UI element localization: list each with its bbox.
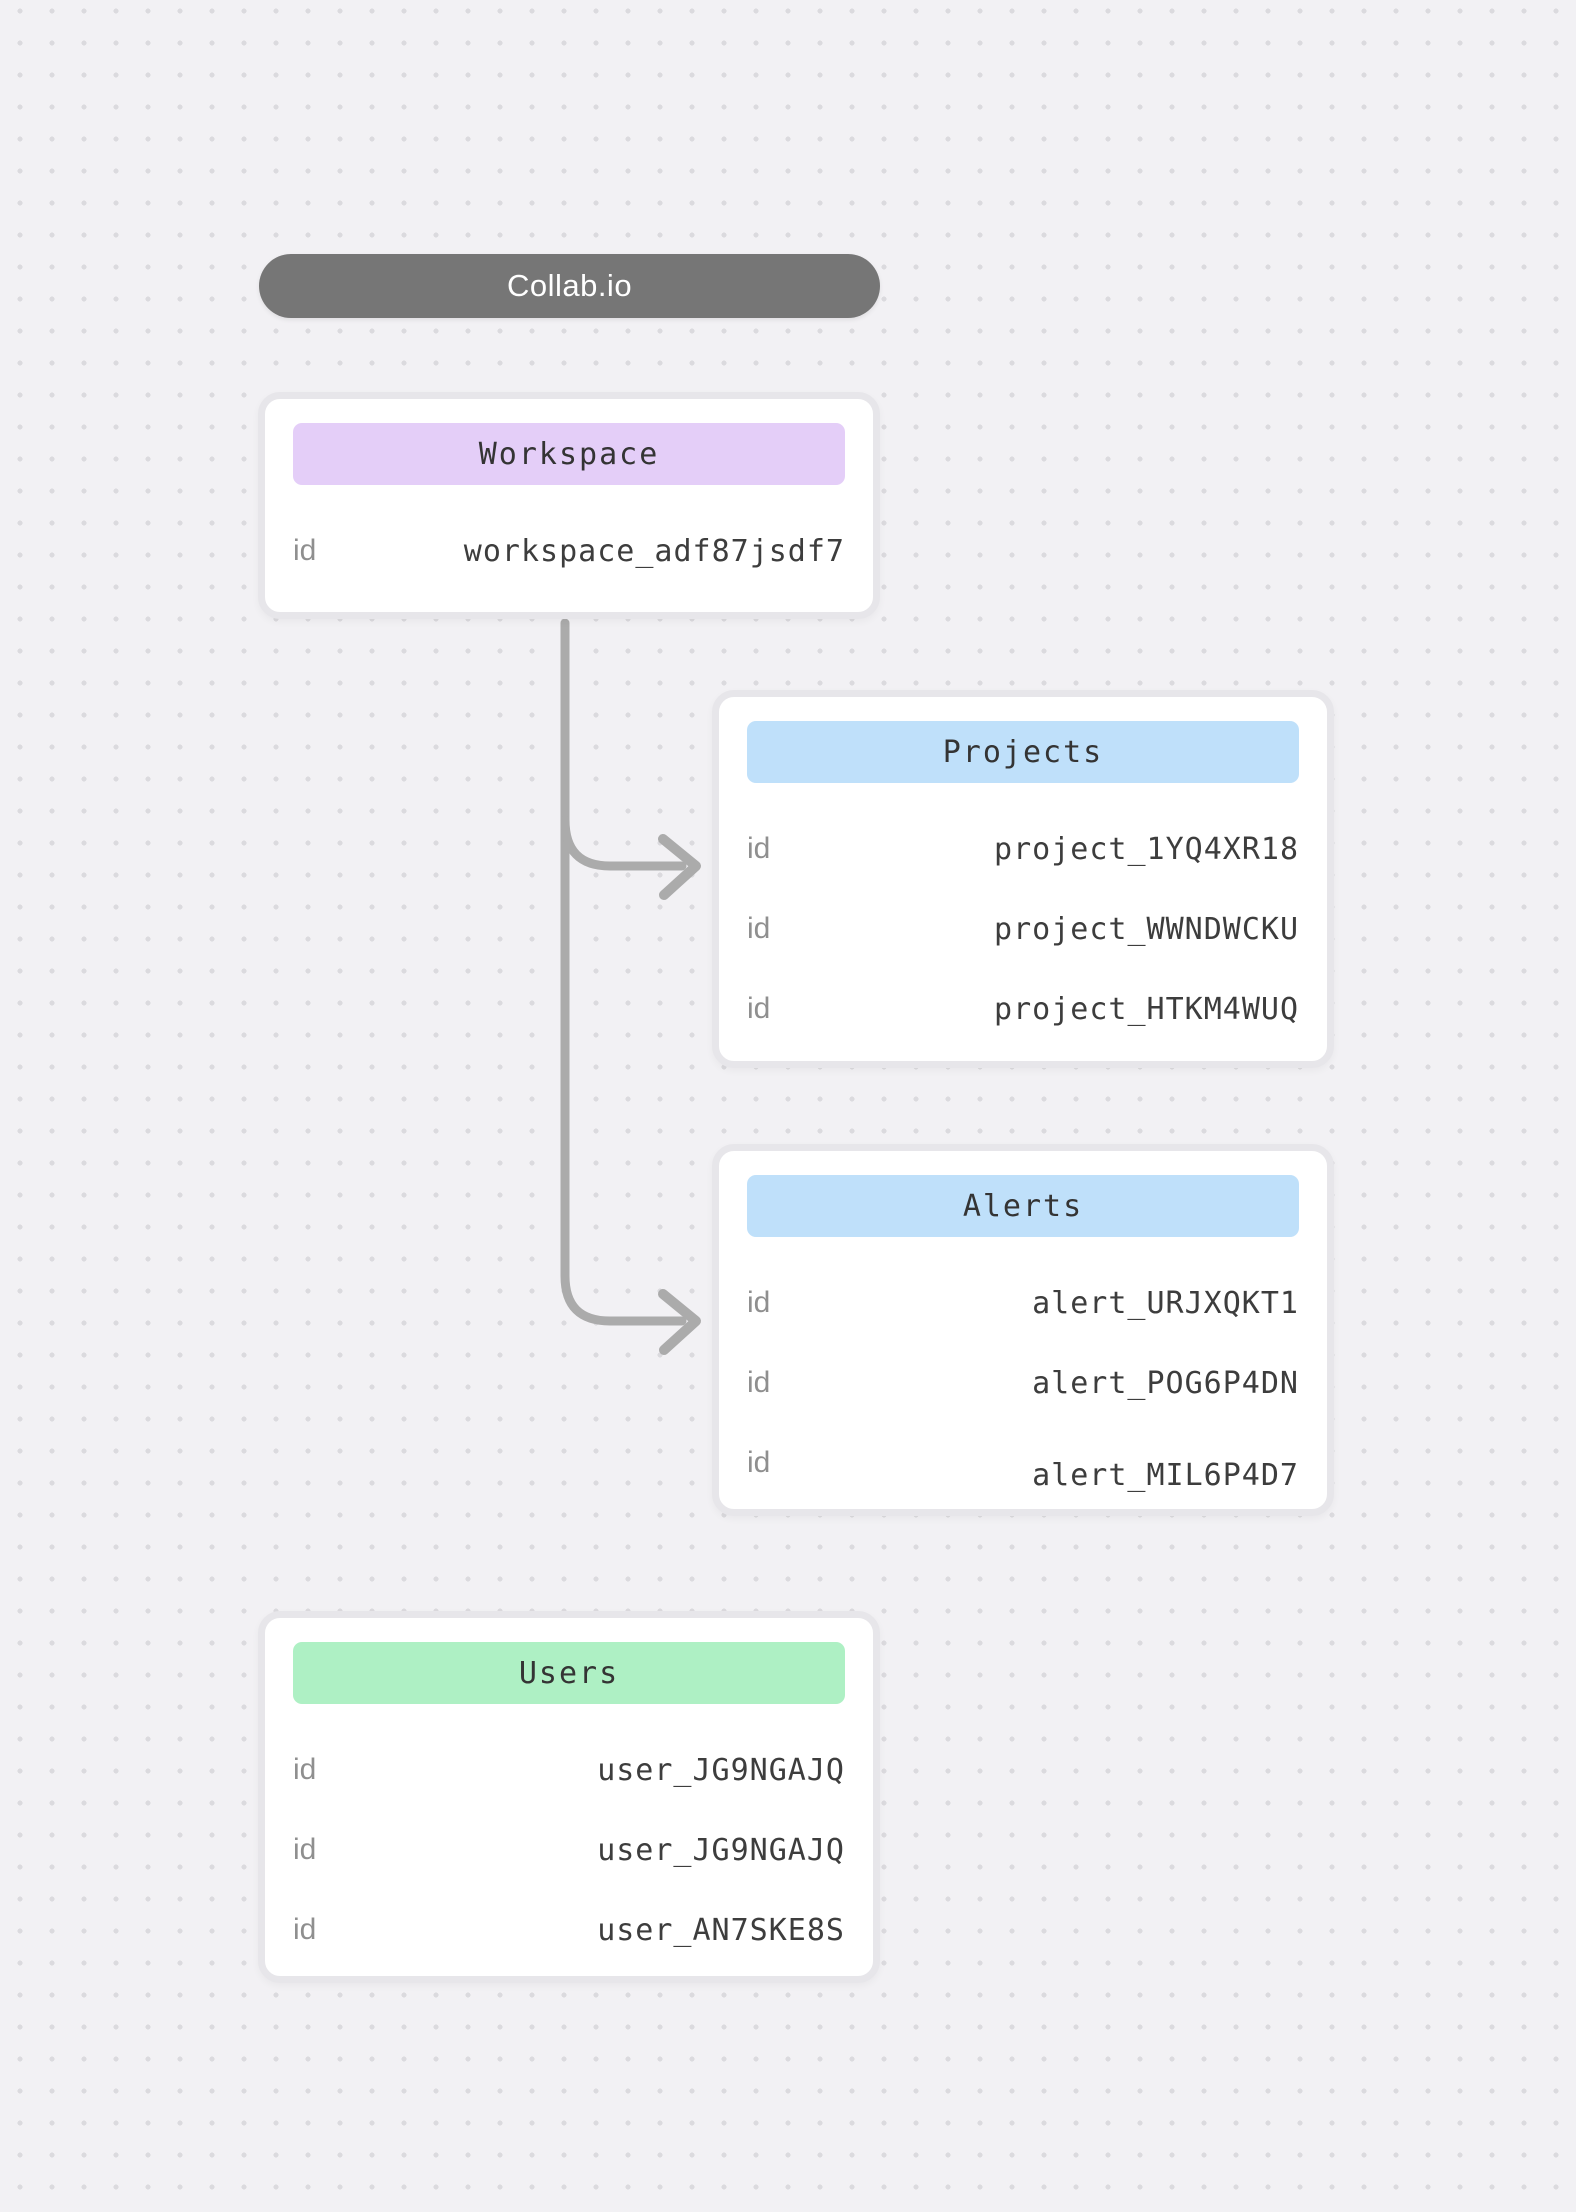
row-key: id (293, 1753, 317, 1786)
entity-card-users[interactable]: Users id user_JG9NGAJQ id user_JG9NGAJQ … (258, 1611, 880, 1983)
row-key: id (293, 1833, 317, 1866)
row-key: id (747, 1366, 771, 1399)
row-key: id (293, 1913, 317, 1946)
entity-card-alerts[interactable]: Alerts id alert_URJXQKT1 id alert_POG6P4… (712, 1144, 1334, 1516)
entity-row: id alert_URJXQKT1 (747, 1263, 1299, 1343)
row-key: id (747, 1286, 771, 1319)
entity-row: id workspace_adf87jsdf7 (293, 511, 845, 591)
row-key: id (747, 912, 771, 945)
entity-row: id project_WWNDWCKU (747, 889, 1299, 969)
app-title-pill[interactable]: Collab.io (259, 254, 880, 318)
arrowhead-alerts-icon (658, 1289, 701, 1355)
row-value: user_AN7SKE8S (597, 1912, 845, 1948)
entity-header-alerts: Alerts (747, 1175, 1299, 1237)
entity-row: id alert_MIL6P4D7 (747, 1423, 1299, 1503)
entity-card-projects[interactable]: Projects id project_1YQ4XR18 id project_… (712, 690, 1334, 1068)
entity-rows: id alert_URJXQKT1 id alert_POG6P4DN id a… (747, 1263, 1299, 1503)
row-key: id (747, 1446, 771, 1479)
row-value: user_JG9NGAJQ (597, 1752, 845, 1788)
row-key: id (747, 832, 771, 865)
row-key: id (747, 992, 771, 1025)
app-title-label: Collab.io (506, 268, 633, 303)
row-value: user_JG9NGAJQ (597, 1832, 845, 1868)
connector-workspace-projects (560, 815, 687, 871)
arrowhead-projects-icon (658, 834, 701, 900)
entity-header-users: Users (293, 1642, 845, 1704)
entity-header-projects: Projects (747, 721, 1299, 783)
entity-row: id project_HTKM4WUQ (747, 969, 1299, 1049)
row-value: alert_URJXQKT1 (1032, 1285, 1299, 1321)
row-value: alert_POG6P4DN (1032, 1365, 1299, 1401)
entity-row: id project_1YQ4XR18 (747, 809, 1299, 889)
connector-workspace-trunk (560, 618, 687, 1326)
entity-card-workspace[interactable]: Workspace id workspace_adf87jsdf7 (258, 392, 880, 619)
row-value: project_WWNDWCKU (994, 911, 1299, 947)
row-key: id (293, 534, 317, 567)
entity-row: id alert_POG6P4DN (747, 1343, 1299, 1423)
entity-rows: id user_JG9NGAJQ id user_JG9NGAJQ id use… (293, 1730, 845, 1970)
entity-rows: id workspace_adf87jsdf7 (293, 511, 845, 591)
row-value: workspace_adf87jsdf7 (463, 533, 845, 569)
entity-header-workspace: Workspace (293, 423, 845, 485)
row-value: alert_MIL6P4D7 (1032, 1457, 1299, 1493)
row-value: project_1YQ4XR18 (994, 831, 1299, 867)
entity-row: id user_JG9NGAJQ (293, 1810, 845, 1890)
entity-row: id user_JG9NGAJQ (293, 1730, 845, 1810)
entity-row: id user_AN7SKE8S (293, 1890, 845, 1970)
row-value: project_HTKM4WUQ (994, 991, 1299, 1027)
entity-rows: id project_1YQ4XR18 id project_WWNDWCKU … (747, 809, 1299, 1049)
